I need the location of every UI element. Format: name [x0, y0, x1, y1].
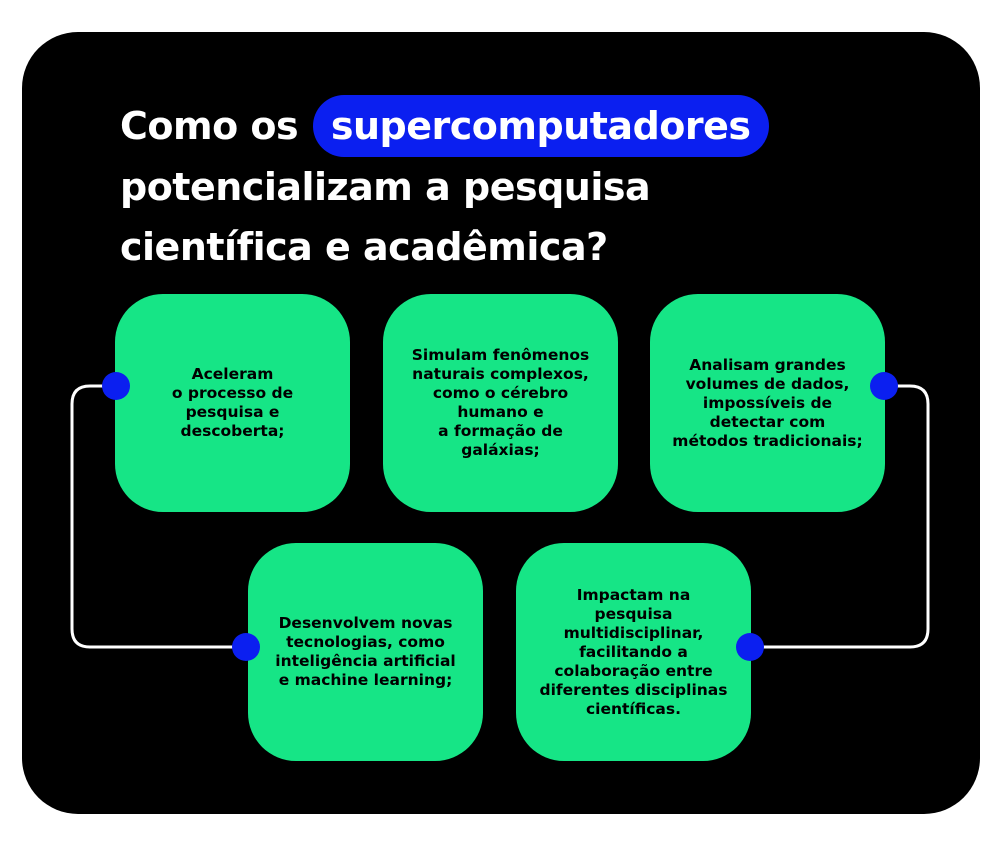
title-highlight: supercomputadores — [312, 95, 769, 157]
title-line-1: Como os supercomputadores — [120, 95, 769, 157]
step-5-text: Impactam na pesquisa multidisciplinar, f… — [539, 585, 728, 718]
connector-lines — [70, 384, 930, 649]
step-box-4: Desenvolvem novas tecnologias, como inte… — [248, 543, 483, 761]
infographic-card: Como os supercomputadores potencializam … — [22, 32, 980, 814]
connector-left — [70, 384, 246, 649]
step-3-text: Analisam grandes volumes de dados, impos… — [672, 355, 863, 450]
title-prefix: Como os — [120, 104, 311, 148]
connector-dot-2 — [870, 372, 898, 400]
step-box-2: Simulam fenômenos naturais complexos, co… — [383, 294, 618, 512]
step-1-text: Aceleram o processo de pesquisa e descob… — [171, 365, 294, 440]
connector-dot-3 — [232, 633, 260, 661]
connector-dot-4 — [736, 633, 764, 661]
step-2-text: Simulam fenômenos naturais complexos, co… — [411, 346, 590, 459]
diagram-title: Como os supercomputadores potencializam … — [120, 95, 769, 277]
step-4-text: Desenvolvem novas tecnologias, como inte… — [275, 614, 456, 689]
step-box-3: Analisam grandes volumes de dados, impos… — [650, 294, 885, 512]
connector-right — [750, 384, 930, 649]
connector-dot-1 — [102, 372, 130, 400]
title-line-2: potencializam a pesquisa — [120, 165, 651, 209]
title-line-3: científica e acadêmica? — [120, 225, 608, 269]
step-box-1: Aceleram o processo de pesquisa e descob… — [115, 294, 350, 512]
step-box-5: Impactam na pesquisa multidisciplinar, f… — [516, 543, 751, 761]
